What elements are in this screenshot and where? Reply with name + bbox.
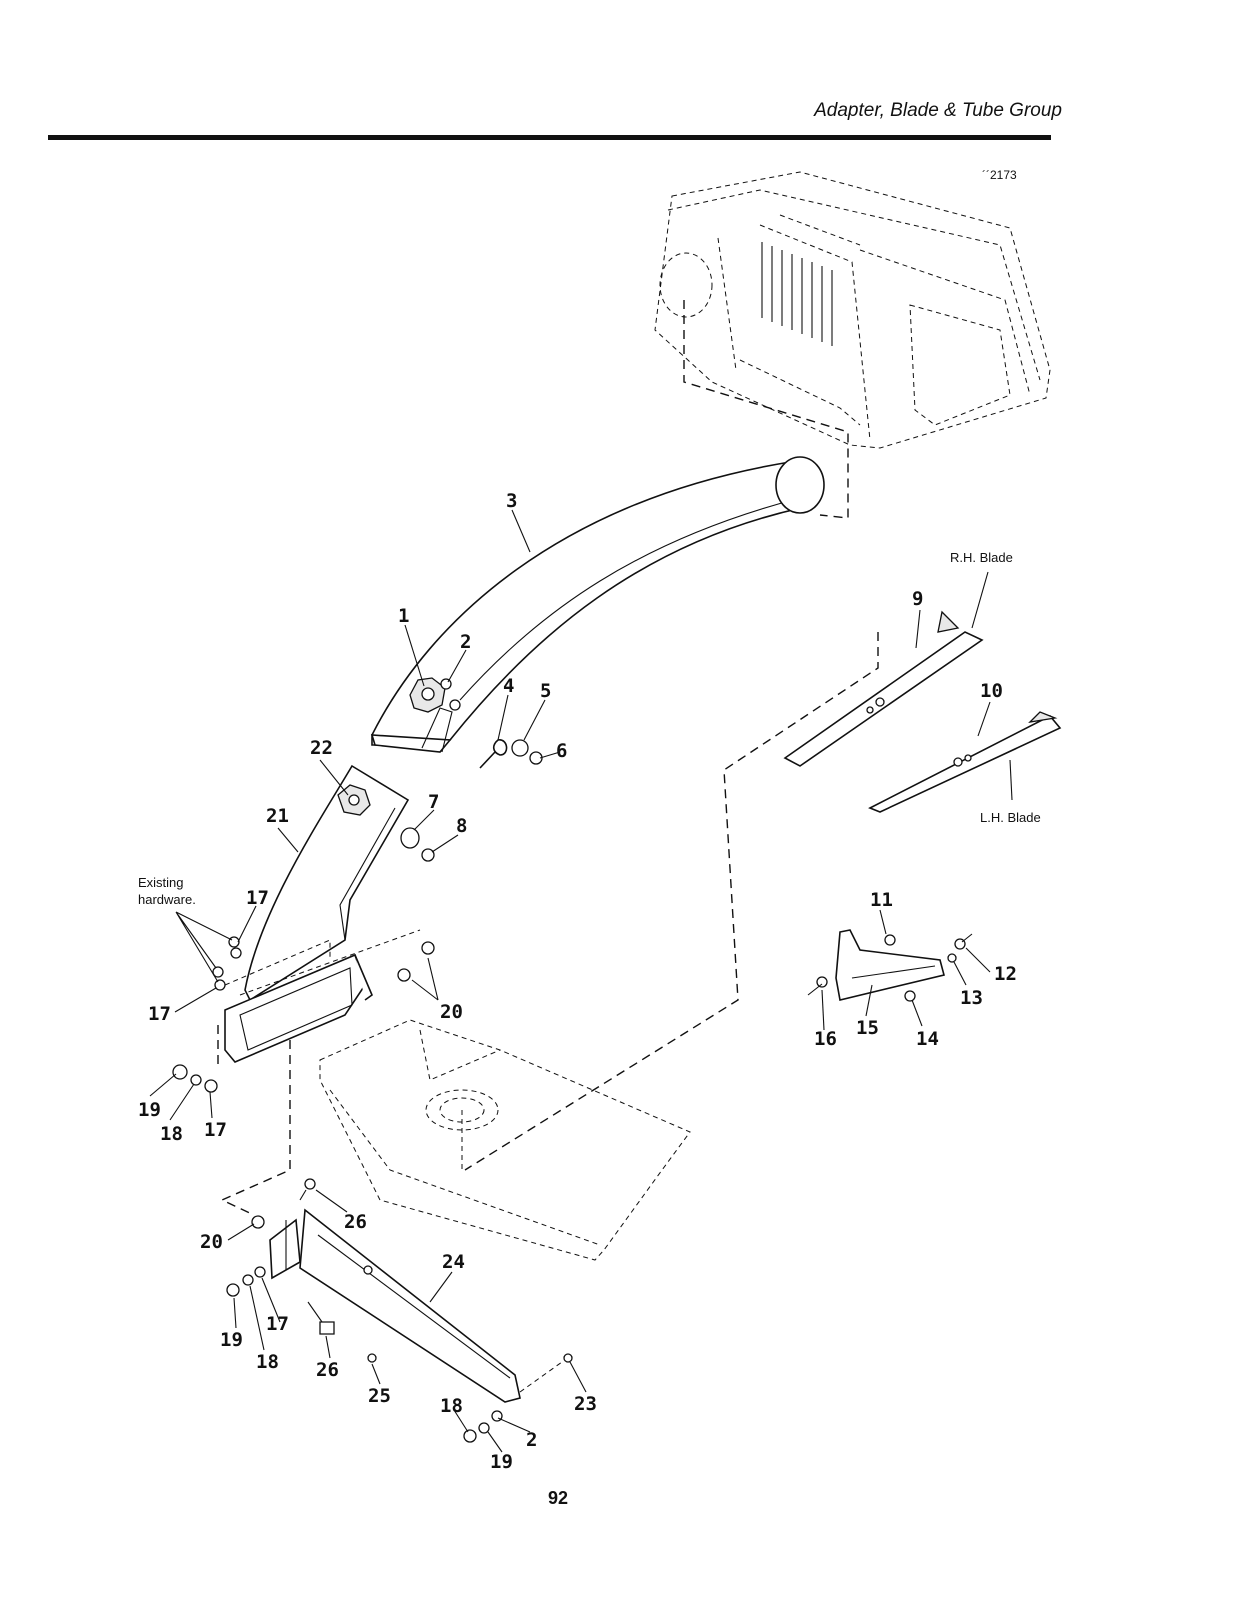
rh-blade-label: R.H. Blade <box>950 550 1013 565</box>
callout-18-bottom: 18 <box>256 1351 279 1373</box>
callout-17-bottom: 17 <box>266 1313 289 1335</box>
callout-20-bottom: 20 <box>200 1231 223 1253</box>
callout-18-right: 18 <box>440 1395 463 1417</box>
section-title: Adapter, Blade & Tube Group <box>814 100 1062 121</box>
callout-16: 16 <box>814 1028 837 1050</box>
callout-21: 21 <box>266 805 289 827</box>
deflector-hardware <box>226 1178 573 1443</box>
tube-pin-hardware <box>479 739 543 769</box>
callout-14: 14 <box>916 1028 939 1050</box>
callout-4: 4 <box>503 675 514 697</box>
page-number: 92 <box>548 1488 569 1508</box>
callout-labels: 1 2 3 4 5 6 7 8 9 10 11 12 13 14 15 16 1… <box>138 490 1017 1473</box>
lh-blade-label: L.H. Blade <box>980 810 1041 825</box>
assembly-line-blade <box>464 632 879 1171</box>
callout-19-bottom: 19 <box>220 1329 243 1351</box>
callout-1: 1 <box>398 605 409 627</box>
blade-adapter <box>807 929 973 1002</box>
callout-9: 9 <box>912 588 923 610</box>
callout-20-bracket: 20 <box>440 1001 463 1023</box>
callout-11: 11 <box>870 889 893 911</box>
callout-19-left: 19 <box>138 1099 161 1121</box>
callout-25: 25 <box>368 1385 391 1407</box>
figure-number: ´´2173 <box>982 168 1017 182</box>
assembly-line-bracket <box>217 1025 291 1216</box>
adapter <box>244 764 410 1002</box>
tube-knob-hardware <box>409 677 461 713</box>
bracket-nuts <box>397 941 435 982</box>
mounting-bracket <box>224 929 421 1063</box>
deflector <box>269 1208 521 1403</box>
callout-15: 15 <box>856 1017 879 1039</box>
callout-23: 23 <box>574 1393 597 1415</box>
assembly-line-housing <box>683 300 849 519</box>
callout-6: 6 <box>556 740 567 762</box>
callout-17-top: 17 <box>246 887 269 909</box>
callout-17-left: 17 <box>204 1119 227 1141</box>
discharge-tube <box>370 456 825 753</box>
mower-housing <box>654 171 1051 449</box>
callout-10: 10 <box>980 680 1003 702</box>
callout-17-mid: 17 <box>148 1003 171 1025</box>
adapter-hardware <box>400 827 435 862</box>
callout-8: 8 <box>456 815 467 837</box>
callout-24: 24 <box>442 1251 465 1273</box>
callout-2-bottom: 2 <box>526 1429 537 1451</box>
callout-3: 3 <box>506 490 517 512</box>
callout-18-left: 18 <box>160 1123 183 1145</box>
callout-12: 12 <box>994 963 1017 985</box>
callout-2: 2 <box>460 631 471 653</box>
existing-hardware-label-line2: hardware. <box>138 892 196 907</box>
callout-22: 22 <box>310 737 333 759</box>
callout-26-bottom: 26 <box>316 1359 339 1381</box>
existing-hardware-label-line1: Existing <box>138 875 184 890</box>
callout-5: 5 <box>540 680 551 702</box>
existing-hardware-group <box>175 911 242 991</box>
callout-7: 7 <box>428 791 439 813</box>
header-rule <box>48 135 1051 140</box>
lh-blade <box>868 711 1062 813</box>
mower-deck <box>319 1019 691 1261</box>
left-hardware <box>172 1064 218 1093</box>
leader-lines <box>149 509 1013 1453</box>
callout-26-top: 26 <box>344 1211 367 1233</box>
callout-13: 13 <box>960 987 983 1009</box>
callout-19-right: 19 <box>490 1451 513 1473</box>
rh-blade <box>783 610 984 767</box>
